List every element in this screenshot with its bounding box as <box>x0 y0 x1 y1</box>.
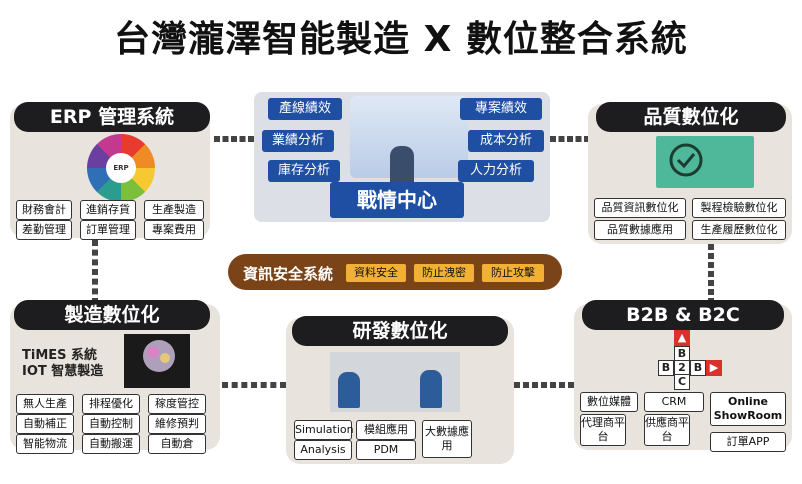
kpi-tag: 庫存分析 <box>268 160 340 182</box>
b2b-letter: B <box>658 360 674 376</box>
erp-tag: 生產製造 <box>144 200 204 220</box>
connector-mfg-rd <box>222 382 286 388</box>
rd-tag: 模組應用 <box>356 420 416 440</box>
b2b-tag: 供應商平台 <box>644 414 690 446</box>
quality-tag: 品質資訊數位化 <box>594 198 686 218</box>
manufacturing-tag: 自動倉 <box>148 434 206 454</box>
quality-tag: 品質數據應用 <box>594 220 686 240</box>
times-label: TiMES 系統 IOT 智慧製造 <box>22 348 103 380</box>
kpi-tag: 成本分析 <box>468 130 544 152</box>
b2b-letter: B <box>690 360 706 376</box>
b2b-heading: B2B & B2C <box>582 300 784 330</box>
erp-tag: 訂單管理 <box>80 220 136 240</box>
manufacturing-tag: 自動搬運 <box>82 434 140 454</box>
connector-quality-b2b <box>708 244 714 304</box>
erp-wheel-label: ERP <box>106 153 136 183</box>
manufacturing-heading: 製造數位化 <box>14 300 210 330</box>
rd-tag: 大數據應用 <box>422 420 472 458</box>
checkmark-icon <box>669 143 703 177</box>
erp-tag: 專案費用 <box>144 220 204 240</box>
connector-rd-b2b <box>514 382 574 388</box>
kpi-tag: 業績分析 <box>262 130 334 152</box>
b2b-tag: 代理商平台 <box>580 414 626 446</box>
erp-heading: ERP 管理系統 <box>14 102 210 132</box>
times-line-1: TiMES 系統 <box>22 348 98 363</box>
connector-erp-mfg <box>92 240 98 304</box>
kpi-tag: 專案績效 <box>460 98 542 120</box>
war-room-label: 戰情中心 <box>330 182 464 218</box>
erp-tag: 財務會計 <box>16 200 72 220</box>
manufacturing-tag: 排程優化 <box>82 394 140 414</box>
b2b-tag: CRM <box>644 392 704 412</box>
b2b-arrow-up-icon: ▲ <box>674 330 690 346</box>
b2b-arrow-right-icon: ▶ <box>706 360 722 376</box>
manufacturing-tag: 維修預判 <box>148 414 206 434</box>
manufacturing-tag: 稼度管控 <box>148 394 206 414</box>
connector-center-quality <box>550 136 590 142</box>
b2b-tag: 訂單APP <box>710 432 786 452</box>
erp-tag: 進銷存貨 <box>80 200 136 220</box>
manufacturing-tag: 自動補正 <box>16 414 74 434</box>
quality-tag: 製程檢驗數位化 <box>692 198 786 218</box>
b2b-letter: B <box>674 346 690 362</box>
rd-heading: 研發數位化 <box>292 316 508 346</box>
security-tag: 防止攻擊 <box>482 264 544 282</box>
page-title: 台灣瀧澤智能製造 X 數位整合系統 <box>114 19 688 60</box>
brain-icon <box>143 340 175 372</box>
b2b-tag: Online ShowRoom <box>710 392 786 426</box>
b2b-letter: C <box>674 374 690 390</box>
security-title: 資訊安全系統 <box>243 265 334 283</box>
erp-tag: 差勤管理 <box>16 220 72 240</box>
quality-tag: 生產履歷數位化 <box>692 220 786 240</box>
engineer-figure <box>338 372 360 408</box>
security-tag: 防止洩密 <box>414 264 474 282</box>
rd-tag: Analysis <box>294 440 352 460</box>
connector-erp-center <box>214 136 254 142</box>
manufacturing-tag: 智能物流 <box>16 434 74 454</box>
security-tag: 資料安全 <box>346 264 406 282</box>
b2b-tag: 數位媒體 <box>580 392 638 412</box>
kpi-tag: 人力分析 <box>458 160 534 182</box>
engineer-figure <box>420 370 442 408</box>
quality-heading: 品質數位化 <box>596 102 786 132</box>
manufacturing-tag: 自動控制 <box>82 414 140 434</box>
rd-tag: PDM <box>356 440 416 460</box>
rd-tag: Simulation <box>294 420 354 440</box>
kpi-tag: 產線績效 <box>268 98 342 120</box>
manufacturing-tag: 無人生產 <box>16 394 74 414</box>
analyst-figure <box>390 146 414 186</box>
times-line-2: IOT 智慧製造 <box>22 364 104 379</box>
